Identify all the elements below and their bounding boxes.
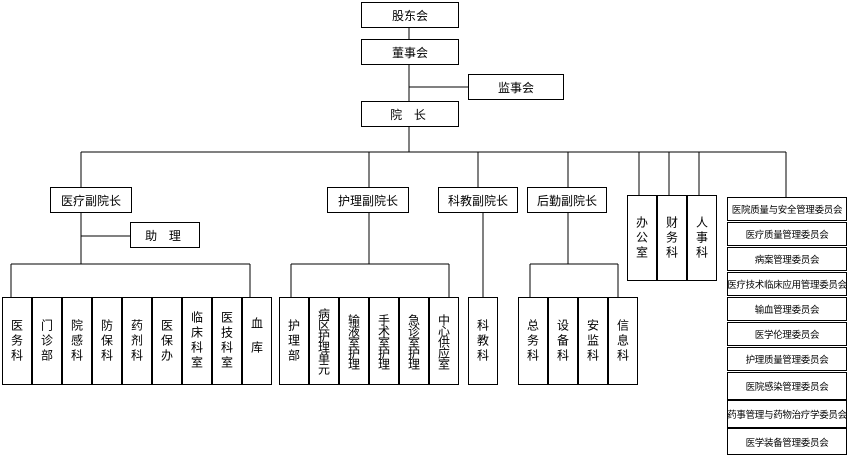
medical-dept-label: 医技科室 [219,311,234,371]
medical-vp-label: 医疗副院长 [60,193,121,208]
nursing-dept-box: 手术室护理 [369,297,399,385]
nursing-vp-label: 护理副院长 [337,193,398,208]
medical-dept-box: 临床科室 [182,297,212,385]
committee-label: 输血管理委员会 [754,305,820,316]
office-label: 办公室 [634,215,649,261]
committee-label: 医学伦理委员会 [754,330,820,341]
committee-label: 医疗技术临床应用管理委员会 [727,280,847,291]
medical-dept-label: 医保办 [159,318,174,364]
committee-box: 医疗技术临床应用管理委员会 [727,272,847,296]
nursing-dept-label: 手术室护理 [376,313,391,369]
nursing-vp-box: 护理副院长 [327,187,409,213]
logistics-vp-label: 后勤副院长 [536,193,597,208]
medical-dept-label: 门诊部 [39,318,54,364]
research-vp-label: 科教副院长 [447,193,508,208]
president-label: 院 长 [390,107,430,122]
nursing-dept-label: 中心供应室 [436,313,451,369]
committee-box: 输血管理委员会 [727,297,847,321]
committee-box: 药事管理与药物治疗学委员会 [727,400,847,428]
medical-dept-box: 医技科室 [212,297,242,385]
assistant-box: 助 理 [130,222,200,248]
committee-box: 护理质量管理委员会 [727,347,847,371]
finance-label: 财务科 [664,215,679,261]
medical-dept-box: 医务科 [2,297,32,385]
president-box: 院 长 [361,101,459,127]
logistics-dept-label: 总务科 [525,318,540,364]
nursing-dept-box: 护理部 [279,297,309,385]
nursing-dept-label: 输液室护理 [346,313,361,369]
committee-label: 医院质量与安全管理委员会 [731,205,843,216]
logistics-dept-box: 安监科 [578,297,608,385]
medical-dept-label: 防保科 [99,318,114,364]
nursing-dept-label: 病区护理单元 [316,308,331,374]
nursing-dept-box: 中心供应室 [429,297,459,385]
medical-dept-box: 门诊部 [32,297,62,385]
medical-vp-box: 医疗副院长 [50,187,132,213]
nursing-dept-box: 急诊室护理 [399,297,429,385]
medical-dept-label: 院感科 [69,318,84,364]
medical-dept-label: 血库 [249,317,264,365]
medical-dept-box: 药剂科 [122,297,152,385]
research-vp-box: 科教副院长 [438,187,518,213]
logistics-dept-label: 信息科 [615,318,630,364]
logistics-dept-label: 设备科 [555,318,570,364]
medical-dept-box: 院感科 [62,297,92,385]
committee-box: 医院感染管理委员会 [727,372,847,400]
committee-label: 医院感染管理委员会 [745,382,829,393]
nursing-dept-box: 输液室护理 [339,297,369,385]
medical-dept-box: 防保科 [92,297,122,385]
supervisors-box: 监事会 [468,74,564,100]
committee-label: 医疗质量管理委员会 [745,230,829,241]
shareholders-box: 股东会 [361,2,459,28]
research-dept-label: 科教科 [475,318,490,364]
hr-box: 人事科 [687,195,717,281]
committee-box: 医疗质量管理委员会 [727,222,847,246]
board-box: 董事会 [361,39,459,65]
committee-box: 医院质量与安全管理委员会 [727,197,847,221]
logistics-vp-box: 后勤副院长 [527,187,607,213]
committee-label: 医学装备管理委员会 [745,437,829,449]
medical-dept-label: 医务科 [9,318,24,364]
medical-dept-label: 临床科室 [189,311,204,371]
office-box: 办公室 [627,195,657,281]
committee-box: 病案管理委员会 [727,247,847,271]
nursing-dept-label: 护理部 [286,318,301,364]
hr-label: 人事科 [694,215,709,261]
nursing-dept-box: 病区护理单元 [309,297,339,385]
shareholders-label: 股东会 [391,8,428,23]
medical-dept-label: 药剂科 [129,318,144,364]
committee-box: 医学装备管理委员会 [727,428,847,455]
medical-dept-box: 血库 [242,297,272,385]
board-label: 董事会 [391,45,428,60]
logistics-dept-label: 安监科 [585,318,600,364]
supervisors-label: 监事会 [497,80,534,95]
research-dept-box: 科教科 [468,297,498,385]
committee-label: 病案管理委员会 [754,255,820,266]
logistics-dept-box: 信息科 [608,297,638,385]
logistics-dept-box: 设备科 [548,297,578,385]
committee-label: 药事管理与药物治疗学委员会 [727,410,847,421]
committee-label: 护理质量管理委员会 [745,355,829,366]
nursing-dept-label: 急诊室护理 [406,313,421,369]
logistics-dept-box: 总务科 [518,297,548,385]
committee-box: 医学伦理委员会 [727,322,847,346]
medical-dept-box: 医保办 [152,297,182,385]
assistant-label: 助 理 [145,228,185,243]
finance-box: 财务科 [657,195,687,281]
